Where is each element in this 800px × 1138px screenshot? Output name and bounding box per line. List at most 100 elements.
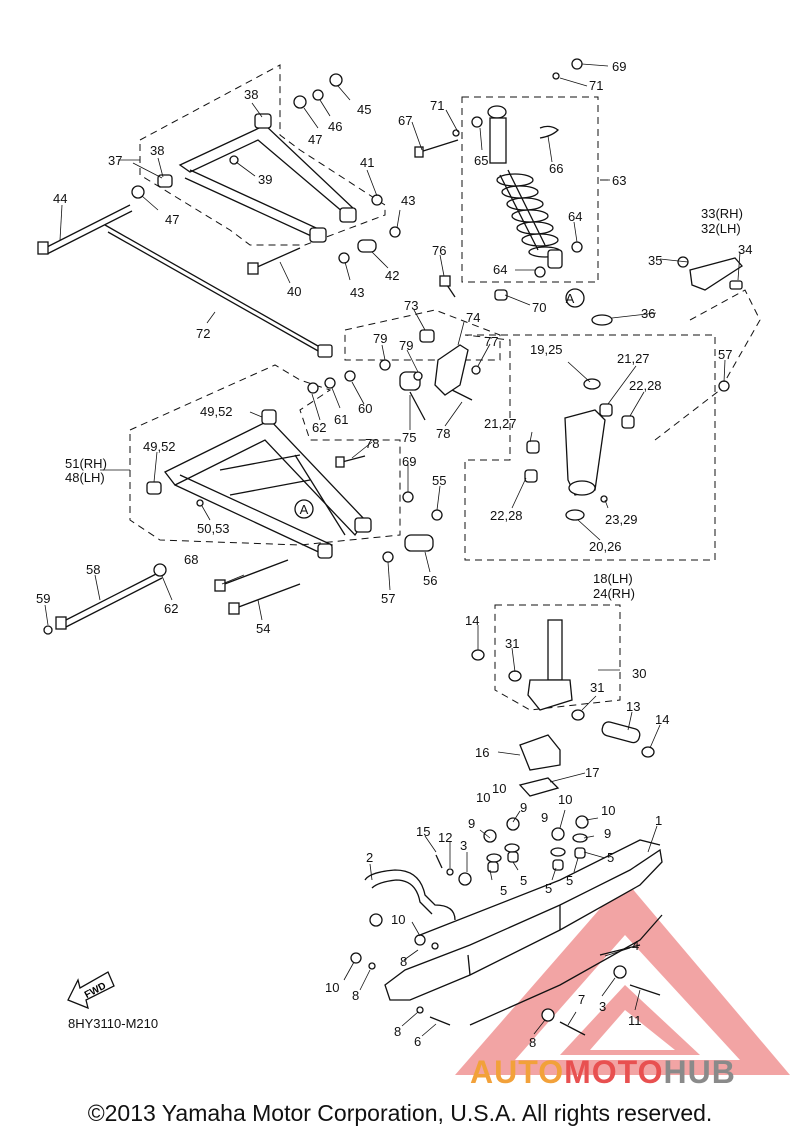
label-2: 2 bbox=[366, 850, 373, 865]
bolt-44 bbox=[37, 204, 133, 255]
label-30: 30 bbox=[632, 666, 646, 681]
label-10f: 10 bbox=[325, 980, 339, 995]
upper-hardware bbox=[131, 73, 401, 264]
label-3: 3 bbox=[460, 838, 467, 853]
label-35: 35 bbox=[648, 253, 662, 268]
label-9b: 9 bbox=[520, 800, 527, 815]
label-39: 39 bbox=[258, 172, 272, 187]
label-54: 54 bbox=[256, 621, 270, 636]
label-31a: 31 bbox=[505, 636, 519, 651]
label-55: 55 bbox=[432, 473, 446, 488]
label-14a: 14 bbox=[465, 613, 479, 628]
label-59: 59 bbox=[36, 591, 50, 606]
label-22-28b: 22,28 bbox=[490, 508, 523, 523]
copyright-footer: ©2013 Yamaha Motor Corporation, U.S.A. A… bbox=[87, 1100, 713, 1126]
label-47b: 47 bbox=[165, 212, 179, 227]
label-68: 68 bbox=[184, 552, 198, 567]
label-5b: 5 bbox=[520, 873, 527, 888]
label-14b: 14 bbox=[655, 712, 669, 727]
label-4: 4 bbox=[632, 938, 639, 953]
upper-a-arm bbox=[157, 113, 357, 243]
label-5a: 5 bbox=[500, 883, 507, 898]
label-22-28a: 22,28 bbox=[629, 378, 662, 393]
label-49-52a: 49,52 bbox=[200, 404, 233, 419]
label-78b: 78 bbox=[436, 426, 450, 441]
label-37: 37 bbox=[108, 153, 122, 168]
label-64b: 64 bbox=[493, 262, 507, 277]
label-33rh: 33(RH) bbox=[701, 206, 743, 221]
label-73: 73 bbox=[404, 298, 418, 313]
label-45: 45 bbox=[357, 102, 371, 117]
part-labels: 1 2 3 3 4 5 5 5 5 5 6 7 8 8 8 8 9 9 9 9 … bbox=[36, 59, 752, 1050]
label-60: 60 bbox=[358, 401, 372, 416]
label-46: 46 bbox=[328, 119, 342, 134]
label-8c: 8 bbox=[394, 1024, 401, 1039]
label-11: 11 bbox=[628, 1013, 642, 1028]
label-43b: 43 bbox=[350, 285, 364, 300]
ref-a-arm: A bbox=[300, 502, 309, 517]
label-50-53: 50,53 bbox=[197, 521, 230, 536]
label-10a: 10 bbox=[476, 790, 490, 805]
label-57a: 57 bbox=[718, 347, 732, 362]
label-8a: 8 bbox=[400, 954, 407, 969]
ski bbox=[350, 815, 663, 1036]
label-69b: 69 bbox=[402, 454, 416, 469]
label-7: 7 bbox=[578, 992, 585, 1007]
label-49-52b: 49,52 bbox=[143, 439, 176, 454]
diagram-code: 8HY3110-M210 bbox=[68, 1016, 159, 1031]
watermark-text: AUTOMOTOHUB bbox=[470, 1054, 736, 1091]
fwd-arrow-icon: FWD bbox=[67, 971, 115, 1010]
label-79b: 79 bbox=[399, 338, 413, 353]
leader-lines bbox=[44, 63, 741, 1037]
label-61: 61 bbox=[334, 412, 348, 427]
label-69a: 69 bbox=[612, 59, 626, 74]
label-38a: 38 bbox=[244, 87, 258, 102]
label-64a: 64 bbox=[568, 209, 582, 224]
label-15: 15 bbox=[416, 824, 430, 839]
label-12: 12 bbox=[438, 830, 452, 845]
bolt-58 bbox=[43, 563, 167, 635]
label-67: 67 bbox=[398, 113, 412, 128]
label-63: 63 bbox=[612, 173, 626, 188]
label-71b: 71 bbox=[430, 98, 444, 113]
label-18lh: 18(LH) bbox=[593, 571, 633, 586]
label-40: 40 bbox=[287, 284, 301, 299]
shock-absorber bbox=[414, 58, 585, 308]
label-5e: 5 bbox=[607, 850, 614, 865]
label-17: 17 bbox=[585, 765, 599, 780]
label-51rh: 51(RH) bbox=[65, 456, 107, 471]
label-31b: 31 bbox=[590, 680, 604, 695]
label-21-27b: 21,27 bbox=[484, 416, 517, 431]
label-38b: 38 bbox=[150, 143, 164, 158]
label-32lh: 32(LH) bbox=[701, 221, 741, 236]
spindle bbox=[524, 314, 635, 521]
label-57b: 57 bbox=[381, 591, 395, 606]
watermark-part3: HUB bbox=[663, 1054, 736, 1090]
label-42: 42 bbox=[385, 268, 399, 283]
label-56: 56 bbox=[423, 573, 437, 588]
group-outlines bbox=[129, 64, 761, 711]
bolt-40 bbox=[247, 247, 301, 275]
ref-a-shock: A bbox=[566, 291, 575, 306]
label-9a: 9 bbox=[468, 816, 475, 831]
label-3b: 3 bbox=[599, 999, 606, 1014]
label-78a: 78 bbox=[365, 436, 379, 451]
label-72: 72 bbox=[196, 326, 210, 341]
label-58: 58 bbox=[86, 562, 100, 577]
label-41: 41 bbox=[360, 155, 374, 170]
label-13: 13 bbox=[626, 699, 640, 714]
label-9d: 9 bbox=[604, 826, 611, 841]
parts-diagram: FWD bbox=[36, 58, 790, 1075]
label-24rh: 24(RH) bbox=[593, 586, 635, 601]
label-36: 36 bbox=[641, 306, 655, 321]
steering-arm bbox=[677, 256, 743, 291]
stopper bbox=[518, 734, 561, 797]
label-10d: 10 bbox=[601, 803, 615, 818]
label-23-29: 23,29 bbox=[605, 512, 638, 527]
bolts-68-54 bbox=[214, 559, 301, 615]
label-20-26: 20,26 bbox=[589, 539, 622, 554]
label-44: 44 bbox=[53, 191, 67, 206]
label-65: 65 bbox=[474, 153, 488, 168]
watermark-part2: MOTO bbox=[564, 1054, 664, 1090]
label-5c: 5 bbox=[545, 881, 552, 896]
